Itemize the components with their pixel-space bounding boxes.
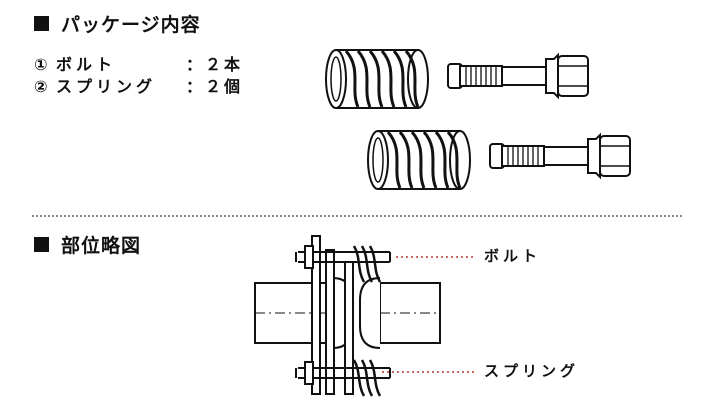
item-quantity: ：２個 bbox=[186, 77, 244, 96]
square-bullet-icon bbox=[34, 16, 49, 31]
item-number: ② bbox=[34, 77, 48, 96]
diagram-title: 部位略図 bbox=[61, 235, 142, 257]
list-item-bolt: ① ボルト ：２本 bbox=[34, 54, 243, 76]
package-contents-list: ① ボルト ：２本 ② スプリング ：２個 bbox=[34, 54, 243, 98]
package-contents-heading: パッケージ内容 bbox=[34, 10, 201, 37]
list-item-spring: ② スプリング ：２個 bbox=[34, 76, 243, 98]
item-name: スプリング bbox=[56, 77, 157, 96]
spring-label: スプリング bbox=[484, 362, 580, 380]
item-quantity: ：２本 bbox=[186, 55, 244, 74]
section-divider bbox=[32, 215, 682, 217]
bolt-illustration-2 bbox=[489, 134, 631, 178]
item-number: ① bbox=[34, 55, 48, 74]
item-name: ボルト bbox=[56, 55, 117, 74]
package-contents-title: パッケージ内容 bbox=[61, 14, 201, 36]
bolt-illustration-1 bbox=[447, 54, 589, 98]
assembly-diagram bbox=[254, 235, 441, 397]
diagram-heading: 部位略図 bbox=[34, 231, 141, 258]
spring-illustration-1 bbox=[324, 48, 430, 110]
bolt-label: ボルト bbox=[484, 247, 542, 265]
square-bullet-icon bbox=[34, 237, 49, 252]
spring-illustration-2 bbox=[366, 129, 472, 191]
